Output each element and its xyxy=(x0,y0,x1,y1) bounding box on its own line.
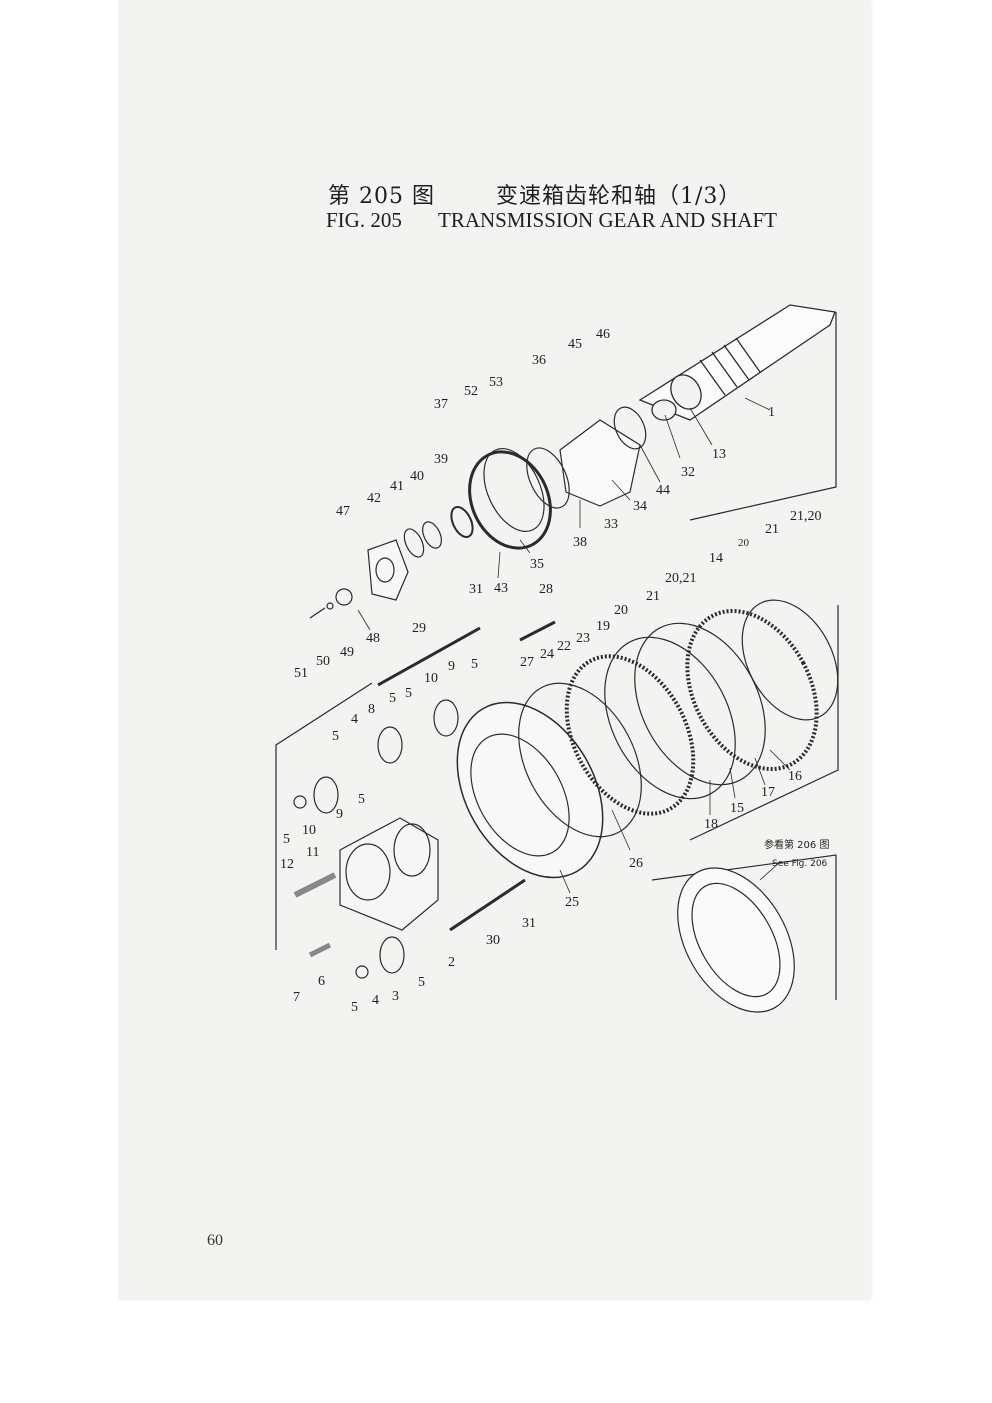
callout-5-f: 5 xyxy=(389,691,396,706)
callout-18: 18 xyxy=(704,817,718,832)
callout-50: 50 xyxy=(316,654,330,669)
leader-lines xyxy=(357,397,791,894)
callout-3: 3 xyxy=(392,989,399,1004)
pin-28 xyxy=(519,620,556,642)
callout-19: 19 xyxy=(596,619,610,634)
callout-12: 12 xyxy=(280,857,294,872)
frame-left xyxy=(275,682,373,950)
callout-16: 16 xyxy=(788,769,802,784)
callout-31-lower: 31 xyxy=(522,916,536,931)
callout-4-upper: 4 xyxy=(351,712,358,727)
rear-housing xyxy=(309,406,647,619)
callout-21-upper: 21 xyxy=(765,522,779,537)
callout-41: 41 xyxy=(390,479,404,494)
callout-36: 36 xyxy=(532,353,546,368)
part-callouts: 1 2 3 4 4 5 5 5 5 5 5 5 5 6 7 8 9 9 10 1… xyxy=(280,327,822,1015)
callout-43: 43 xyxy=(494,581,508,596)
callout-32: 32 xyxy=(681,465,695,480)
callout-45: 45 xyxy=(568,337,582,352)
callout-28: 28 xyxy=(539,582,553,597)
callout-20-21: 20,21 xyxy=(665,571,697,586)
callout-37: 37 xyxy=(434,397,448,412)
separator-plate xyxy=(677,867,795,1013)
tie-rod-lower xyxy=(449,878,526,932)
callout-20: 20 xyxy=(614,603,628,618)
callout-39: 39 xyxy=(434,452,448,467)
callout-34: 34 xyxy=(633,499,647,514)
callout-9-upper: 9 xyxy=(448,659,455,674)
frame-upper-right xyxy=(689,312,837,521)
clutch-pack xyxy=(518,599,839,838)
figure-caption-english: TRANSMISSION GEAR AND SHAFT xyxy=(438,208,777,232)
callout-48: 48 xyxy=(366,631,380,646)
callout-23: 23 xyxy=(576,631,590,646)
figure-title-chinese: 第 205 图 变速箱齿轮和轴（1/3） xyxy=(328,178,741,210)
see-fig-note-chinese: 参看第 206 图 xyxy=(764,838,829,851)
figure-title-english: FIG. 205 TRANSMISSION GEAR AND SHAFT xyxy=(326,208,777,233)
figure-number-english: FIG. 205 xyxy=(326,208,402,232)
callout-29: 29 xyxy=(412,621,426,636)
figure-number-chinese: 第 205 图 xyxy=(328,184,435,209)
tie-rod-upper xyxy=(377,626,481,687)
page-number: 60 xyxy=(207,1232,223,1249)
callout-5-a: 5 xyxy=(418,975,425,990)
callout-14: 14 xyxy=(709,551,723,566)
callout-26: 26 xyxy=(629,856,643,871)
callout-42: 42 xyxy=(367,491,381,506)
callout-5-g: 5 xyxy=(405,686,412,701)
callout-17: 17 xyxy=(761,785,775,800)
callout-9-lower: 9 xyxy=(336,807,343,822)
callout-22: 22 xyxy=(557,639,571,654)
callout-5-c: 5 xyxy=(332,729,339,744)
callout-1: 1 xyxy=(768,405,775,420)
callout-40: 40 xyxy=(410,469,424,484)
callout-30: 30 xyxy=(486,933,500,948)
callout-44: 44 xyxy=(656,483,670,498)
callout-7: 7 xyxy=(293,990,300,1005)
callout-27: 27 xyxy=(520,655,534,670)
callout-35: 35 xyxy=(530,557,544,572)
callout-8: 8 xyxy=(368,702,375,717)
callout-21-20: 21,20 xyxy=(790,509,822,524)
callout-52: 52 xyxy=(464,384,478,399)
callout-5-h: 5 xyxy=(471,657,478,672)
callout-15: 15 xyxy=(730,801,744,816)
frame-middle-right xyxy=(689,605,839,841)
callout-25: 25 xyxy=(565,895,579,910)
callout-24: 24 xyxy=(540,647,554,662)
callout-5-d: 5 xyxy=(283,832,290,847)
callout-10-lower: 10 xyxy=(302,823,316,838)
callout-11: 11 xyxy=(306,845,319,860)
callout-49: 49 xyxy=(340,645,354,660)
callout-53: 53 xyxy=(489,375,503,390)
callout-21: 21 xyxy=(646,589,660,604)
callout-5-e: 5 xyxy=(358,792,365,807)
callout-5-b: 5 xyxy=(351,1000,358,1015)
callout-13: 13 xyxy=(712,447,726,462)
callout-6: 6 xyxy=(318,974,325,989)
callout-46: 46 xyxy=(596,327,610,342)
scanned-page xyxy=(118,0,870,1300)
callout-51: 51 xyxy=(294,666,308,681)
callout-47: 47 xyxy=(336,504,350,519)
see-fig-note-english: See Fig. 206 xyxy=(772,859,828,869)
figure-caption-chinese: 变速箱齿轮和轴（1/3） xyxy=(496,184,742,209)
callout-20-small: 20 xyxy=(738,537,750,549)
main-shaft xyxy=(638,304,836,421)
callout-33: 33 xyxy=(604,517,618,532)
planetary-carrier xyxy=(293,699,459,979)
callout-38: 38 xyxy=(573,535,587,550)
callout-2: 2 xyxy=(448,955,455,970)
ring-housing xyxy=(456,701,604,879)
callout-31-upper: 31 xyxy=(469,582,483,597)
callout-4-lower: 4 xyxy=(372,993,379,1008)
callout-10-upper: 10 xyxy=(424,671,438,686)
